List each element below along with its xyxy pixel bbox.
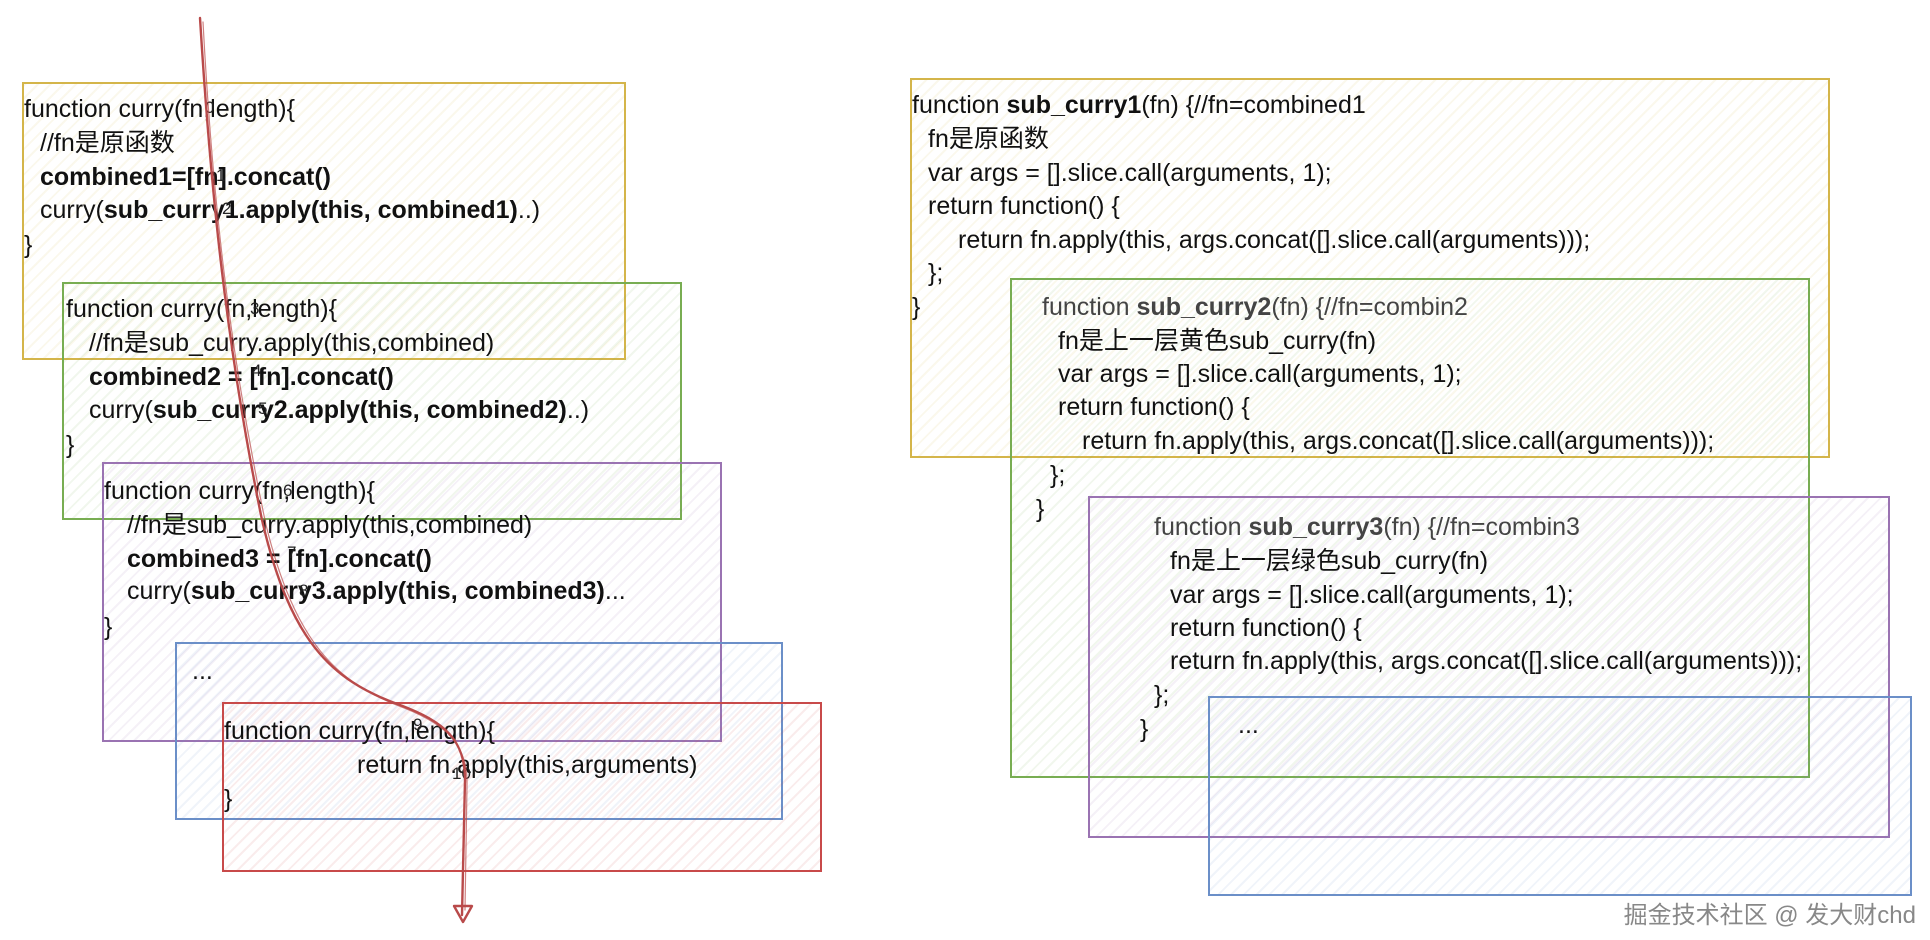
left-red-line-2: return fn.apply(this,arguments) <box>357 751 698 779</box>
right-yellow-line-5: return fn.apply(this, args.concat([].sli… <box>958 226 1591 254</box>
left-yellow-line-5: } <box>24 231 33 259</box>
left-red-box <box>222 702 822 872</box>
right-purple-line-1: function sub_curry3(fn) {//fn=combin3 <box>1154 512 1580 542</box>
right-yellow-line-6: }; <box>928 259 944 287</box>
right-green-line-4: return function() { <box>1058 393 1250 421</box>
right-yellow-box <box>910 78 1830 458</box>
left-green-line-4-call: sub_curry2.apply(this, combined2) <box>152 396 567 424</box>
flow-arrow-path <box>198 16 467 917</box>
right-yellow-line-4: return function() { <box>928 192 1120 220</box>
right-yellow-line-2: fn是原函数 <box>928 125 1049 153</box>
left-yellow-line-4-call: sub_curry1.apply(this, combined1) <box>103 196 518 224</box>
left-red-line-1: function curry(fn,length){ <box>224 717 495 745</box>
right-green-line-3: var args = [].slice.call(arguments, 1); <box>1058 360 1462 388</box>
left-green-line-2: //fn是sub_curry.apply(this,combined) <box>89 329 495 357</box>
right-purple-line-2: fn是上一层绿色sub_curry(fn) <box>1170 547 1489 575</box>
left-purple-line-3: combined3 = [fn].concat() <box>127 545 432 573</box>
right-purple-line-7: } <box>1140 715 1149 743</box>
right-purple-line-5: return fn.apply(this, args.concat([].sli… <box>1170 647 1803 675</box>
right-purple-line-4: return function() { <box>1170 614 1362 642</box>
right-green-line-1-keyword: function <box>1042 293 1137 321</box>
right-yellow-line-1-name: sub_curry1 <box>1006 91 1142 119</box>
flow-arrow-head <box>452 904 474 924</box>
step-4: 4 <box>252 361 262 380</box>
step-8: 8 <box>299 581 309 600</box>
right-yellow-line-7: } <box>912 293 921 321</box>
right-yellow-line-1: function sub_curry1(fn) {//fn=combined1 <box>912 90 1366 120</box>
step-2: 2 <box>222 199 232 218</box>
right-yellow-line-3: var args = [].slice.call(arguments, 1); <box>928 159 1332 187</box>
left-green-line-4: curry(sub_curry2.apply(this, combined2).… <box>89 395 589 425</box>
right-yellow-line-1-rest: (fn) {//fn=combined1 <box>1141 91 1366 119</box>
left-yellow-line-3: combined1=[fn].concat() <box>40 163 331 191</box>
step-6: 6 <box>283 481 293 500</box>
right-green-line-1: function sub_curry2(fn) {//fn=combin2 <box>1042 292 1468 322</box>
right-yellow-line-1-keyword: function <box>912 91 1007 119</box>
left-green-line-3: combined2 = [fn].concat() <box>89 363 394 391</box>
right-green-line-7: } <box>1036 495 1045 523</box>
left-yellow-line-4-suffix: ..) <box>517 196 541 224</box>
right-green-line-1-rest: (fn) {//fn=combin2 <box>1271 293 1468 321</box>
left-yellow-line-1: function curry(fn,length){ <box>24 95 295 123</box>
right-purple-line-1-keyword: function <box>1154 513 1249 541</box>
right-purple-box <box>1088 496 1890 838</box>
left-purple-box <box>102 462 722 742</box>
right-blue-box <box>1208 696 1912 896</box>
step-7: 7 <box>287 543 297 562</box>
right-purple-line-6: }; <box>1154 681 1170 709</box>
left-purple-line-4-suffix: ... <box>604 577 626 605</box>
left-purple-line-1: function curry(fn,length){ <box>104 477 375 505</box>
left-green-line-5: } <box>66 431 75 459</box>
left-blue-box <box>175 642 783 820</box>
step-3: 3 <box>250 299 260 318</box>
left-green-line-4-prefix: curry( <box>89 396 153 424</box>
right-green-line-6: }; <box>1050 461 1066 489</box>
left-purple-line-2: //fn是sub_curry.apply(this,combined) <box>127 511 533 539</box>
step-5: 5 <box>258 399 268 418</box>
left-yellow-line-4: curry(sub_curry1.apply(this, combined1).… <box>40 195 540 225</box>
left-green-line-1: function curry(fn,length){ <box>66 295 337 323</box>
left-green-line-4-suffix: ..) <box>566 396 590 424</box>
right-green-line-5: return fn.apply(this, args.concat([].sli… <box>1082 427 1715 455</box>
left-blue-ellipsis: ... <box>192 657 213 685</box>
left-purple-line-4-prefix: curry( <box>127 577 191 605</box>
left-yellow-line-2: //fn是原函数 <box>40 129 175 157</box>
right-purple-line-1-rest: (fn) {//fn=combin3 <box>1383 513 1580 541</box>
right-purple-line-1-name: sub_curry3 <box>1248 513 1384 541</box>
right-purple-line-3: var args = [].slice.call(arguments, 1); <box>1170 581 1574 609</box>
left-purple-line-4-call: sub_curry3.apply(this, combined3) <box>190 577 605 605</box>
right-green-line-2: fn是上一层黄色sub_curry(fn) <box>1058 327 1377 355</box>
flow-arrow-path-sketch <box>202 21 468 911</box>
step-1: 1 <box>216 166 226 185</box>
left-yellow-line-4-prefix: curry( <box>40 196 104 224</box>
step-9: 9 <box>413 715 423 734</box>
left-red-line-3: } <box>224 785 233 813</box>
left-green-box <box>62 282 682 520</box>
right-green-box <box>1010 278 1810 778</box>
left-purple-line-4: curry(sub_curry3.apply(this, combined3).… <box>127 576 626 606</box>
left-purple-line-5: } <box>104 613 113 641</box>
right-blue-ellipsis: ... <box>1238 711 1259 739</box>
left-yellow-box <box>22 82 626 360</box>
watermark: 掘金技术社区 @ 发大财chd <box>1623 902 1916 929</box>
step-0: 0 <box>205 98 215 117</box>
right-green-line-1-name: sub_curry2 <box>1136 293 1272 321</box>
